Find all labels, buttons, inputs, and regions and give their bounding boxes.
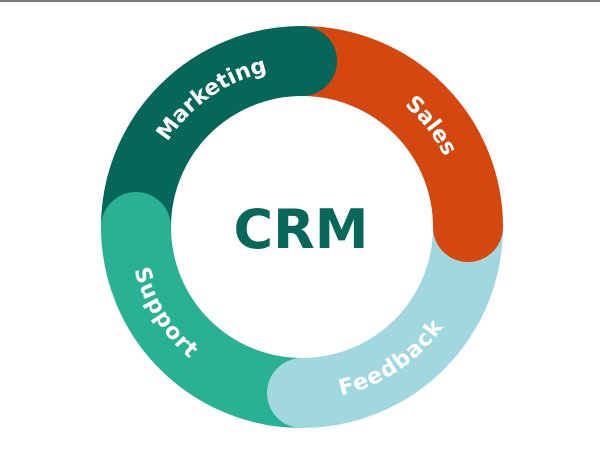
segment-feedback bbox=[301, 226, 503, 428]
center-title: CRM bbox=[234, 198, 369, 261]
segment-sales-cap bbox=[433, 192, 503, 262]
segment-marketing-cap bbox=[267, 26, 337, 96]
segment-sales bbox=[301, 26, 503, 228]
segment-marketing bbox=[101, 26, 303, 228]
segment-feedback-cap bbox=[267, 358, 337, 428]
segment-support-cap bbox=[101, 192, 171, 262]
segment-support bbox=[101, 226, 303, 428]
